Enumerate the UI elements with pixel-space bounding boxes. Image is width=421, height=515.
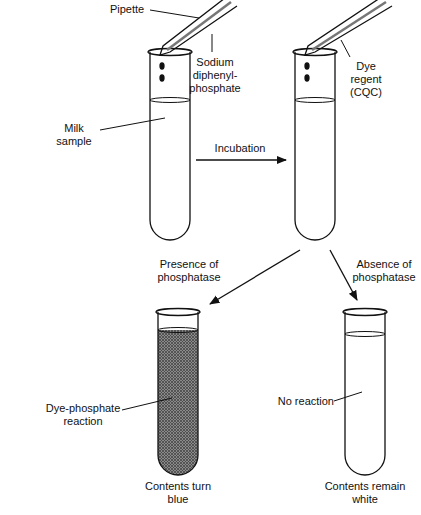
branch-label: Absence of phosphatase — [352, 258, 416, 284]
sample-label: Milk sample — [48, 122, 100, 148]
reagent-label: Sodium diphenyl-phosphate — [186, 56, 244, 95]
pipette — [160, 0, 237, 81]
reagent-label: Dye regent (CQC) — [341, 60, 391, 99]
outcome-label: Contents turn blue — [138, 480, 218, 506]
arrow — [196, 159, 286, 160]
arrow — [210, 250, 300, 304]
result-label: No reaction — [268, 395, 334, 408]
leader-lines — [100, 10, 362, 410]
test-tube — [156, 309, 200, 476]
result-label: Dye-phosphate reaction — [44, 402, 122, 428]
pipette — [305, 0, 392, 81]
part-label: Pipette — [106, 3, 148, 16]
step-label: Incubation — [200, 142, 280, 155]
branch-label: Presence of phosphatase — [146, 258, 232, 284]
test-tube — [343, 309, 387, 476]
test-tube — [148, 49, 192, 241]
outcome-label: Contents remain white — [315, 480, 415, 506]
test-tube — [293, 49, 337, 241]
